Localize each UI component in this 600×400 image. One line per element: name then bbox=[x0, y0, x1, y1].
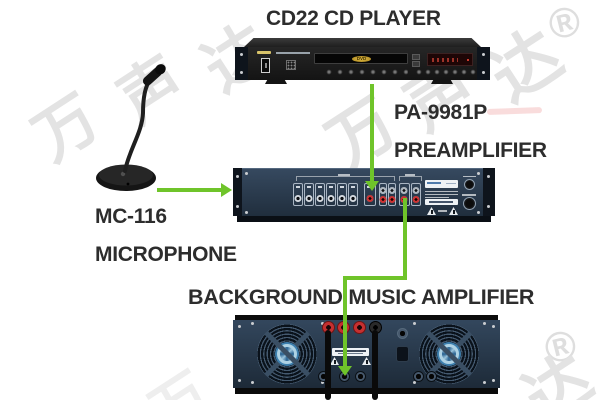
rack-ear-right bbox=[477, 47, 490, 80]
preamp-to-amp-line bbox=[403, 198, 407, 279]
watermark-char: 万 bbox=[139, 360, 220, 400]
led-display bbox=[427, 53, 473, 66]
microphone-image bbox=[96, 64, 166, 191]
tray-button bbox=[412, 54, 420, 60]
rack-ear-left bbox=[235, 47, 248, 80]
line-input-jack bbox=[426, 371, 437, 382]
cd-to-preamp-arrowhead bbox=[365, 181, 379, 191]
cd-player-top-lid bbox=[244, 38, 481, 47]
mic-input-jacks bbox=[293, 183, 358, 206]
warning-triangle-icon bbox=[427, 207, 436, 215]
transport-buttons bbox=[326, 69, 408, 75]
watermark-char: 达 bbox=[511, 340, 600, 400]
fuse-holder bbox=[463, 197, 476, 210]
line-input-jack bbox=[413, 371, 424, 382]
mic-capsule bbox=[142, 64, 166, 86]
spec-label bbox=[332, 348, 369, 356]
faint-red-watermark-text bbox=[486, 107, 543, 115]
power-switch bbox=[261, 58, 270, 73]
amplifier-title: BACKGROUND MUSIC AMPLIFIER bbox=[188, 285, 535, 309]
mic-model-label: MC-116 bbox=[95, 205, 167, 228]
power-connector bbox=[464, 179, 475, 190]
tray-button bbox=[412, 61, 420, 67]
speaker-post-red bbox=[353, 321, 366, 334]
spec-label bbox=[425, 180, 458, 188]
rack-ear-right bbox=[483, 168, 495, 216]
preamp-to-amp-line bbox=[343, 276, 407, 280]
power-switch bbox=[396, 346, 409, 362]
warning-triangle-icon bbox=[449, 207, 458, 215]
output-section-bracket bbox=[399, 176, 422, 181]
line-input-jack bbox=[355, 371, 366, 382]
warning-triangle-icon bbox=[362, 357, 371, 365]
usb-panel bbox=[286, 60, 296, 70]
mic-gooseneck bbox=[123, 78, 152, 173]
disc-tray: DVD bbox=[314, 53, 408, 64]
rack-ear-left bbox=[233, 168, 242, 216]
caution-label bbox=[425, 199, 458, 205]
cd-player-title: CD22 CD PLAYER bbox=[266, 7, 441, 30]
input-section-bracket bbox=[296, 176, 395, 181]
stereo-rca-inputs bbox=[379, 183, 396, 206]
preamp-to-amp-arrowhead bbox=[338, 366, 352, 376]
preamplifier-image bbox=[233, 168, 495, 223]
preamp-model-label: PA-9981P bbox=[394, 101, 487, 124]
speaker-cable bbox=[325, 330, 331, 400]
warning-triangle-icon bbox=[330, 357, 339, 365]
mic-type-label: MICROPHONE bbox=[95, 243, 237, 266]
cd-to-preamp-line bbox=[370, 84, 374, 182]
preamp-type-label: PREAMPLIFIER bbox=[394, 139, 547, 162]
cooling-fan-icon bbox=[257, 324, 317, 384]
preamp-to-amp-line bbox=[343, 276, 347, 367]
brand-logo bbox=[257, 51, 271, 54]
fuse-holder bbox=[397, 328, 408, 339]
registered-trademark-icon: ® bbox=[543, 0, 586, 50]
mic-to-preamp-line bbox=[157, 188, 222, 192]
speaker-cable bbox=[372, 330, 378, 400]
function-buttons bbox=[416, 69, 478, 75]
cd-player-image: DVD bbox=[235, 38, 490, 86]
dvd-logo: DVD bbox=[352, 56, 371, 62]
mic-to-preamp-arrowhead bbox=[221, 183, 232, 197]
amplifier-image bbox=[233, 315, 500, 394]
model-text bbox=[276, 51, 310, 54]
